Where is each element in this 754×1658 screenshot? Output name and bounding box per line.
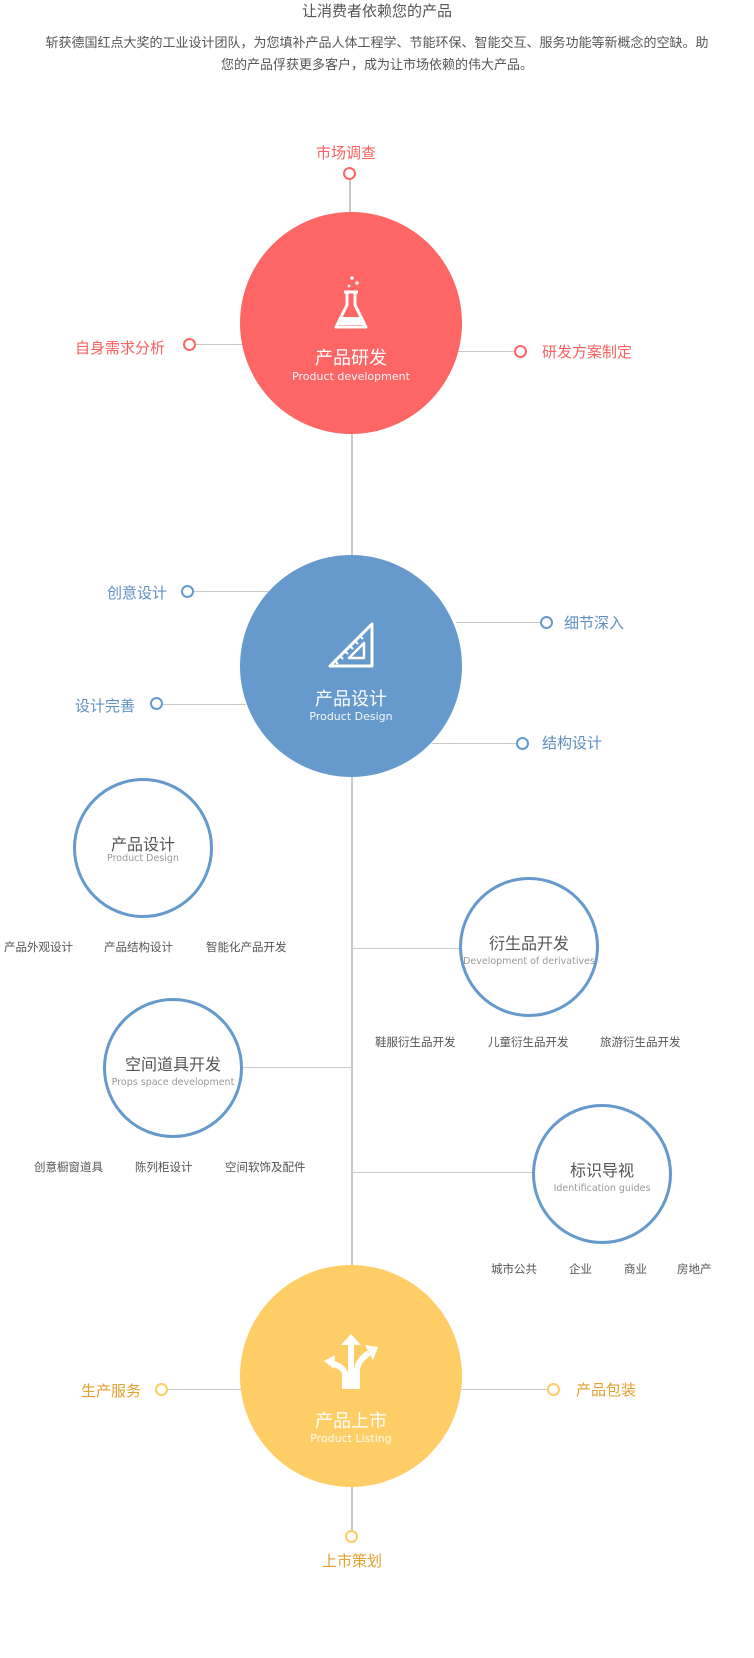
service-props-space: 空间道具开发 Props space development	[103, 998, 243, 1138]
service-item: 产品外观设计	[4, 940, 73, 954]
service-item: 企业	[569, 1262, 592, 1276]
service-title-en: Identification guides	[553, 1183, 651, 1194]
branch-label-structure-design: 结构设计	[542, 734, 603, 752]
branch-dot-creative-design	[181, 585, 194, 598]
branch-label-creative-design: 创意设计	[107, 584, 168, 602]
connector-listing-right	[458, 1389, 548, 1390]
service-item: 儿童衍生品开发	[488, 1035, 569, 1049]
service-item: 城市公共	[491, 1262, 537, 1276]
branch-label-packaging: 产品包装	[576, 1381, 637, 1399]
service-title-zh: 标识导视	[569, 1161, 634, 1180]
spine-line-top	[349, 178, 351, 218]
service-title-zh: 产品设计	[110, 835, 175, 854]
service-title-zh: 衍生品开发	[488, 934, 569, 953]
connector-design-left2	[162, 704, 246, 705]
spine-line-bottom	[351, 1480, 353, 1532]
service-item: 智能化产品开发	[206, 940, 287, 954]
branch-label-design-refinement: 设计完善	[75, 697, 136, 715]
triangle-ruler-icon	[240, 621, 462, 675]
connector-research-left	[194, 344, 246, 345]
branch-label-detail-deepening: 细节深入	[564, 614, 625, 632]
stage-title-zh: 产品研发	[315, 348, 387, 369]
branch-label-production-service: 生产服务	[81, 1382, 142, 1400]
branch-label-rnd-plan: 研发方案制定	[542, 343, 633, 361]
service-title-en: Props space development	[111, 1077, 235, 1088]
branch-dot-needs-analysis	[183, 338, 196, 351]
service-item: 旅游衍生品开发	[600, 1035, 681, 1049]
branch-dot-design-refinement	[150, 697, 163, 710]
flask-icon	[240, 272, 462, 352]
service-title-zh: 空间道具开发	[124, 1055, 221, 1074]
connector-design-right2	[432, 743, 518, 744]
service-item: 房地产	[677, 1262, 712, 1276]
service-item: 商业	[624, 1262, 647, 1276]
service-item: 陈列柜设计	[135, 1160, 193, 1174]
connector-design-left1	[193, 591, 273, 592]
service-item: 创意橱窗道具	[34, 1160, 103, 1174]
stage-title-en: Product Listing	[310, 1432, 392, 1445]
stage-title-zh: 产品设计	[315, 689, 387, 710]
stage-product-listing: 产品上市 Product Listing	[240, 1265, 462, 1487]
branch-dot-market-research	[343, 167, 356, 180]
service-product-design: 产品设计 Product Design	[73, 778, 213, 918]
split-arrows-icon	[240, 1331, 462, 1395]
service-derivatives: 衍生品开发 Development of derivatives	[459, 877, 599, 1017]
spine-line-1	[351, 430, 353, 560]
intro-line-2: 您的产品俘获更多客户，成为让市场依赖的伟大产品。	[220, 58, 533, 73]
connector-props	[243, 1067, 352, 1068]
stage-title-en: Product development	[292, 370, 410, 383]
branch-dot-production-service	[155, 1383, 168, 1396]
stage-title-zh: 产品上市	[315, 1411, 387, 1432]
stage-product-design: 产品设计 Product Design	[240, 555, 462, 777]
branch-label-launch-planning: 上市策划	[322, 1552, 383, 1570]
branch-dot-packaging	[547, 1383, 560, 1396]
stage-product-development: 产品研发 Product development	[240, 212, 462, 434]
service-title-en: Product Design	[107, 853, 179, 864]
branch-dot-launch-planning	[345, 1530, 358, 1543]
branch-dot-rnd-plan	[514, 345, 527, 358]
service-item: 鞋服衍生品开发	[375, 1035, 456, 1049]
service-identification-guides: 标识导视 Identification guides	[532, 1104, 672, 1244]
branch-dot-detail-deepening	[540, 616, 553, 629]
page-title: 让消费者依赖您的产品	[301, 2, 452, 20]
branch-dot-structure-design	[516, 737, 529, 750]
branch-label-market-research: 市场调查	[316, 144, 377, 162]
service-item: 产品结构设计	[104, 940, 173, 954]
intro-line-1: 斩获德国红点大奖的工业设计团队，为您填补产品人体工程学、节能环保、智能交互、服务…	[45, 36, 709, 51]
connector-derivatives	[352, 948, 460, 949]
intro-text: 斩获德国红点大奖的工业设计团队，为您填补产品人体工程学、节能环保、智能交互、服务…	[0, 33, 754, 77]
spine-line-2	[351, 770, 353, 1270]
connector-design-right1	[456, 622, 542, 623]
service-item: 空间软饰及配件	[225, 1160, 306, 1174]
stage-title-en: Product Design	[309, 710, 393, 723]
service-title-en: Development of derivatives	[463, 956, 595, 967]
branch-label-needs-analysis: 自身需求分析	[75, 339, 166, 357]
connector-listing-left	[166, 1389, 246, 1390]
connector-research-right	[458, 351, 516, 352]
connector-guides	[352, 1172, 532, 1173]
